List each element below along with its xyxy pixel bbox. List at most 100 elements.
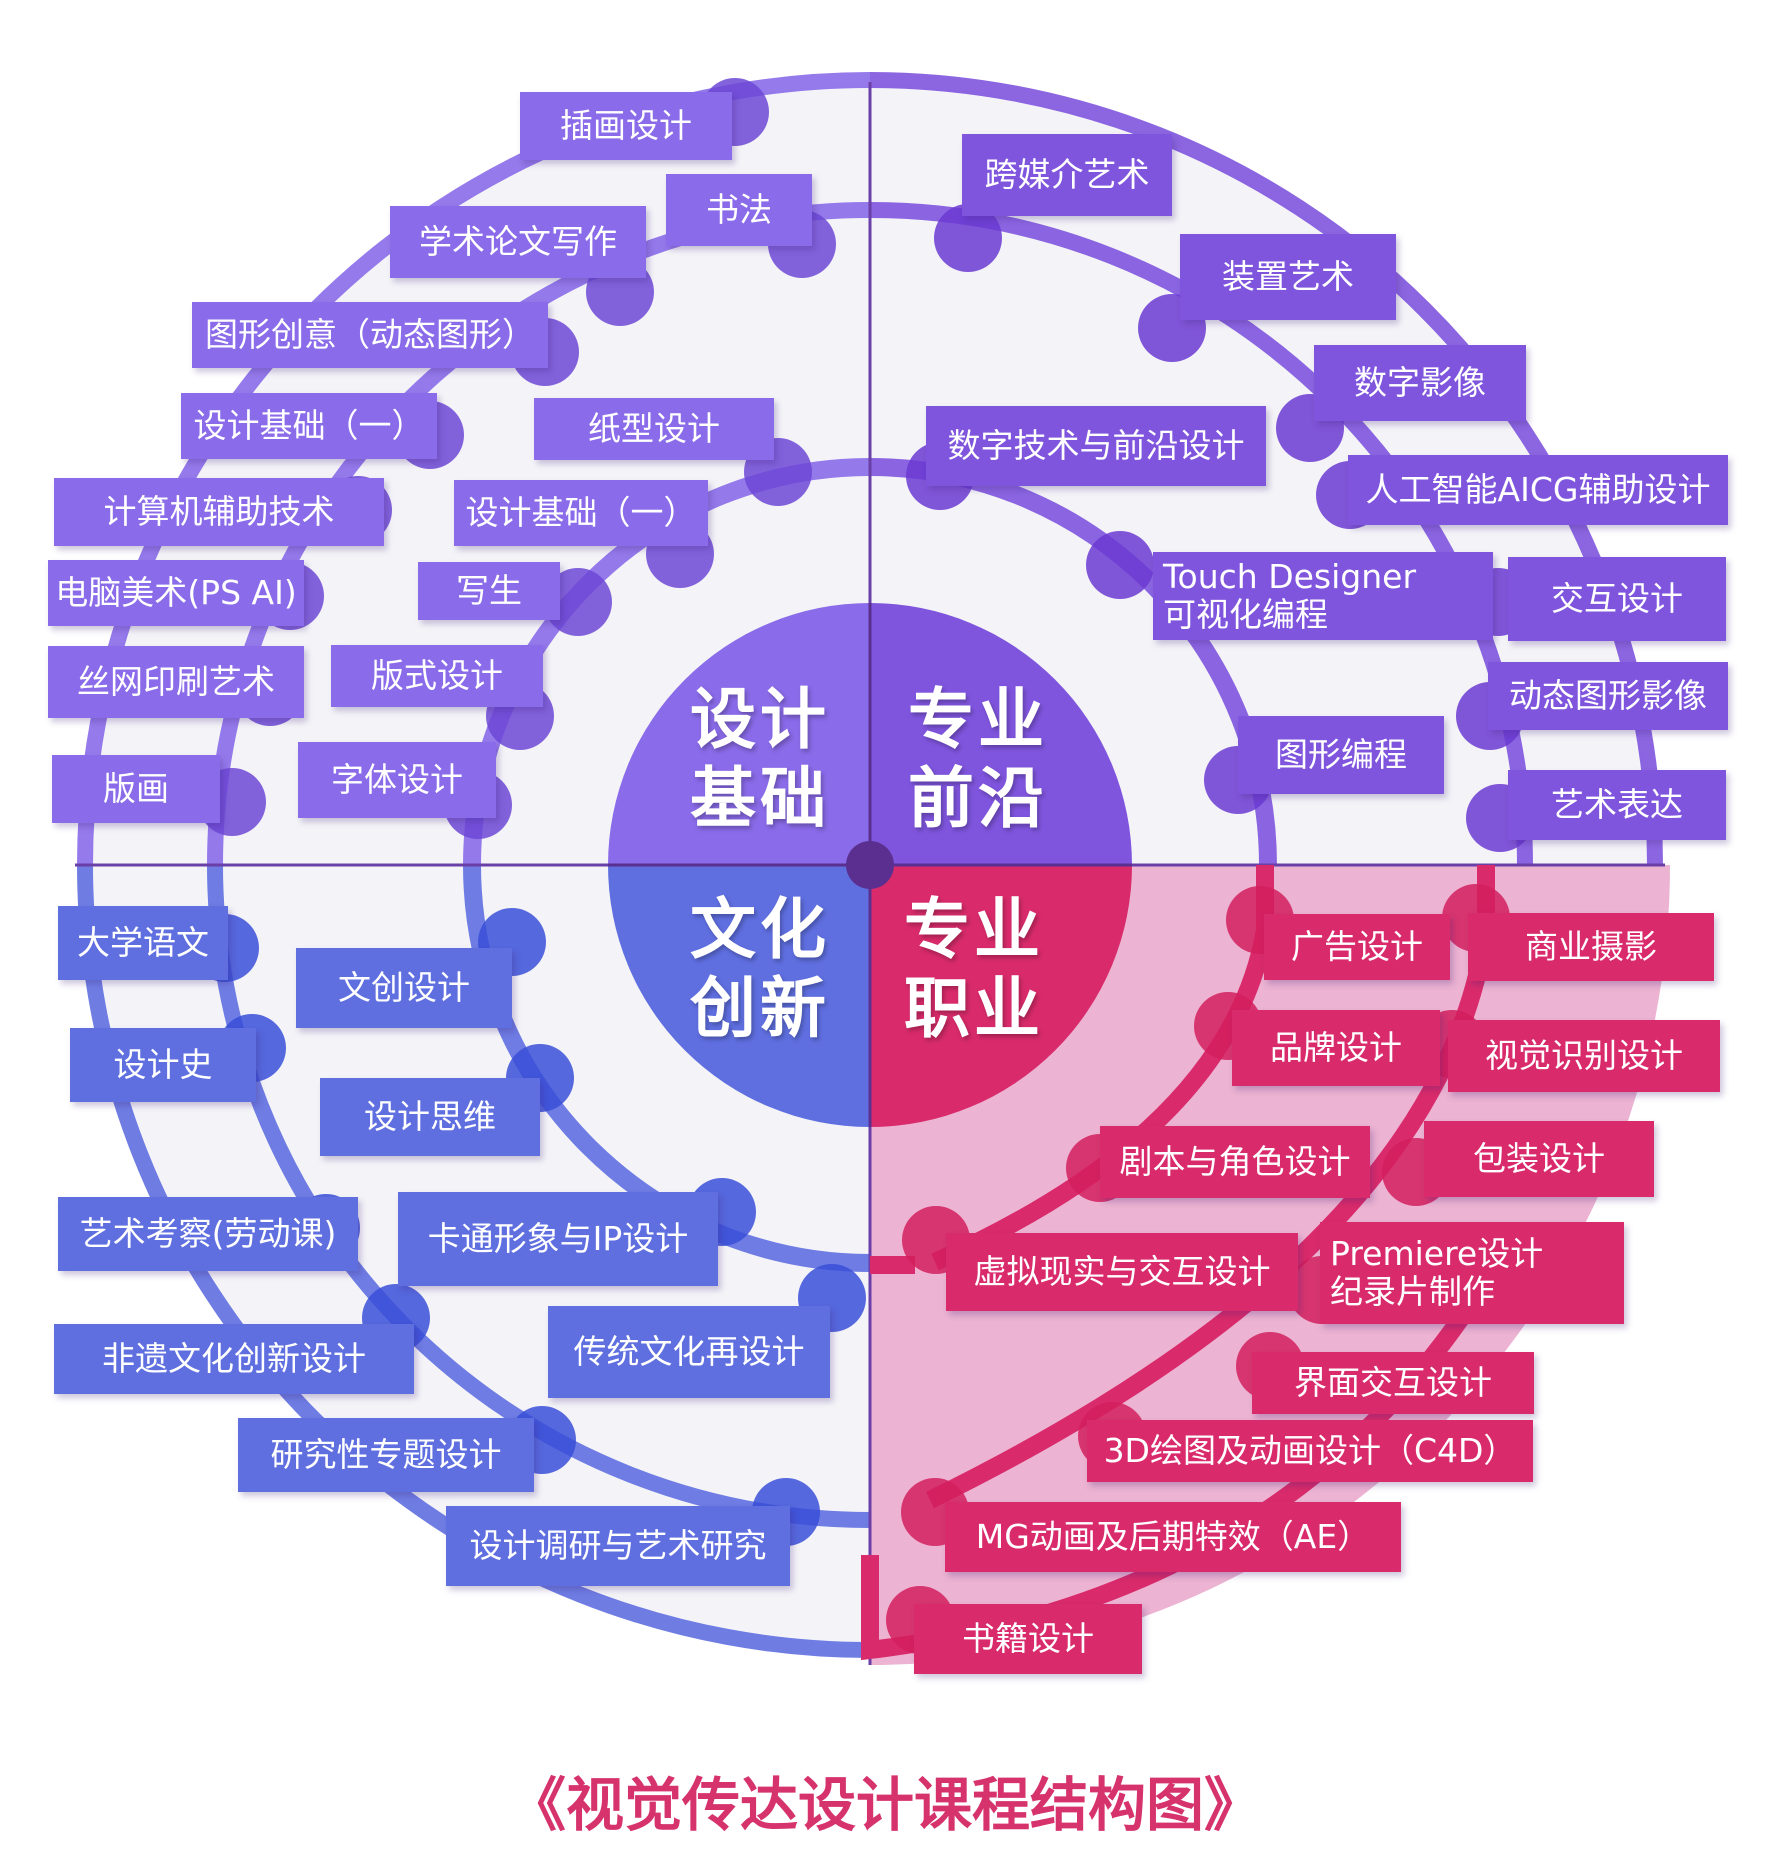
- design-course-tag: 纸型设计: [534, 398, 774, 460]
- culture-course-label: 文创设计: [338, 968, 470, 1008]
- frontier-course-label: 跨媒介艺术: [984, 155, 1150, 195]
- culture-course-label: 大学语文: [77, 923, 209, 963]
- career-course-label: 界面交互设计: [1294, 1363, 1492, 1403]
- core-career-label: 专业职业: [904, 891, 1044, 1048]
- career-course-label: 品牌设计: [1270, 1028, 1402, 1068]
- frontier-course-label: 动态图形影像: [1509, 676, 1707, 716]
- design-course-tag: 电脑美术(PS AI): [48, 560, 304, 626]
- culture-course-tag: 大学语文: [58, 906, 228, 980]
- frontier-course-tag: 装置艺术: [1180, 234, 1396, 320]
- culture-course-tag: 设计调研与艺术研究: [446, 1506, 790, 1586]
- frontier-course-label: 数字影像: [1354, 363, 1486, 403]
- career-course-tag: Premiere设计纪录片制作: [1320, 1222, 1624, 1324]
- culture-course-label: 卡通形象与IP设计: [427, 1219, 689, 1259]
- career-course-label: 3D绘图及动画设计（C4D）: [1103, 1431, 1517, 1471]
- design-course-tag: 字体设计: [298, 742, 496, 818]
- frontier-course-label: 图形编程: [1275, 735, 1407, 775]
- frontier-node-0: [934, 204, 1002, 272]
- frontier-course-tag: 交互设计: [1508, 557, 1726, 641]
- design-course-tag: 设计基础（一）: [181, 393, 437, 459]
- culture-course-label: 设计思维: [364, 1097, 496, 1137]
- frontier-course-tag: 动态图形影像: [1488, 662, 1728, 730]
- culture-course-label: 设计史: [113, 1045, 213, 1085]
- career-course-label: 视觉识别设计: [1485, 1036, 1683, 1076]
- culture-course-tag: 艺术考察(劳动课): [58, 1197, 358, 1271]
- career-course-tag: 广告设计: [1264, 914, 1450, 980]
- culture-course-tag: 研究性专题设计: [238, 1418, 534, 1492]
- design-course-tag: 计算机辅助技术: [54, 478, 384, 546]
- design-course-label: 纸型设计: [588, 409, 720, 449]
- frontier-course-tag: 人工智能AICG辅助设计: [1348, 455, 1728, 525]
- culture-course-label: 非遗文化创新设计: [102, 1339, 366, 1379]
- career-course-label: 纪录片制作: [1330, 1272, 1495, 1311]
- frontier-node-5: [1086, 531, 1154, 599]
- design-course-label: 字体设计: [331, 760, 463, 800]
- career-course-label: 剧本与角色设计: [1119, 1142, 1351, 1182]
- culture-course-label: 传统文化再设计: [573, 1332, 805, 1372]
- career-course-label: 商业摄影: [1525, 927, 1657, 967]
- design-course-tag: 设计基础（一）: [454, 480, 708, 546]
- frontier-course-tag: 跨媒介艺术: [962, 134, 1172, 216]
- frontier-course-label: 交互设计: [1551, 579, 1683, 619]
- core-career-sector: [870, 865, 1132, 1127]
- design-course-label: 版式设计: [371, 656, 503, 696]
- career-course-tag: 剧本与角色设计: [1100, 1126, 1370, 1198]
- design-course-tag: 插画设计: [520, 92, 732, 160]
- design-course-tag: 丝网印刷艺术: [48, 646, 304, 718]
- frontier-course-tag: 艺术表达: [1508, 770, 1726, 840]
- career-course-tag: 界面交互设计: [1252, 1352, 1534, 1414]
- career-course-tag: 商业摄影: [1468, 913, 1714, 981]
- career-course-label: MG动画及后期特效（AE）: [975, 1517, 1371, 1557]
- culture-course-tag: 卡通形象与IP设计: [398, 1192, 718, 1286]
- frontier-course-label: 可视化编程: [1163, 595, 1328, 634]
- design-course-label: 图形创意（动态图形）: [205, 315, 535, 355]
- frontier-course-label: 人工智能AICG辅助设计: [1365, 470, 1711, 510]
- career-course-label: Premiere设计: [1330, 1234, 1544, 1274]
- culture-course-label: 艺术考察(劳动课): [79, 1214, 337, 1254]
- culture-course-label: 研究性专题设计: [270, 1435, 502, 1475]
- career-course-tag: 品牌设计: [1232, 1010, 1440, 1086]
- design-course-label: 学术论文写作: [419, 222, 617, 262]
- frontier-course-label: Touch Designer: [1163, 557, 1417, 597]
- frontier-course-label: 装置艺术: [1222, 257, 1354, 297]
- core-design-label: 设计基础: [690, 681, 830, 838]
- culture-course-tag: 非遗文化创新设计: [54, 1324, 414, 1394]
- design-course-tag: 版画: [52, 755, 220, 823]
- core-frontier-label: 专业前沿: [908, 681, 1048, 838]
- design-course-label: 插画设计: [560, 106, 692, 146]
- design-course-tag: 学术论文写作: [390, 206, 646, 278]
- core-frontier-sector: [870, 603, 1132, 865]
- culture-course-tag: 文创设计: [296, 948, 512, 1028]
- design-node-9: [544, 568, 612, 636]
- design-course-label: 版画: [103, 769, 169, 809]
- career-course-label: 书籍设计: [962, 1619, 1094, 1659]
- design-course-tag: 版式设计: [331, 645, 543, 707]
- core-culture-sector: [608, 865, 870, 1127]
- frontier-course-tag: 数字影像: [1314, 345, 1526, 421]
- culture-course-label: 设计调研与艺术研究: [469, 1526, 767, 1566]
- career-track-0: [931, 865, 1274, 1271]
- design-course-label: 设计基础（一）: [465, 493, 697, 533]
- design-course-label: 计算机辅助技术: [103, 492, 335, 532]
- career-course-tag: 包装设计: [1424, 1121, 1654, 1197]
- design-course-label: 写生: [456, 571, 522, 611]
- design-course-tag: 写生: [418, 562, 560, 620]
- design-course-label: 书法: [706, 190, 772, 230]
- core-design-sector: [608, 603, 870, 865]
- core-culture-label: 文化创新: [690, 891, 830, 1048]
- center-dot: [846, 841, 894, 889]
- design-course-tag: 图形创意（动态图形）: [192, 302, 548, 368]
- career-course-label: 虚拟现实与交互设计: [973, 1252, 1271, 1292]
- career-course-tag: 视觉识别设计: [1448, 1020, 1720, 1092]
- culture-course-tag: 设计史: [70, 1028, 256, 1102]
- career-course-tag: 虚拟现实与交互设计: [946, 1233, 1298, 1311]
- culture-course-tag: 设计思维: [320, 1078, 540, 1156]
- career-course-tag: MG动画及后期特效（AE）: [945, 1502, 1401, 1572]
- design-course-label: 电脑美术(PS AI): [55, 573, 297, 613]
- design-course-tag: 书法: [666, 174, 812, 246]
- career-course-tag: 3D绘图及动画设计（C4D）: [1087, 1420, 1533, 1482]
- frontier-course-label: 数字技术与前沿设计: [947, 426, 1245, 466]
- design-course-label: 设计基础（一）: [193, 406, 425, 446]
- frontier-course-tag: 图形编程: [1238, 716, 1444, 794]
